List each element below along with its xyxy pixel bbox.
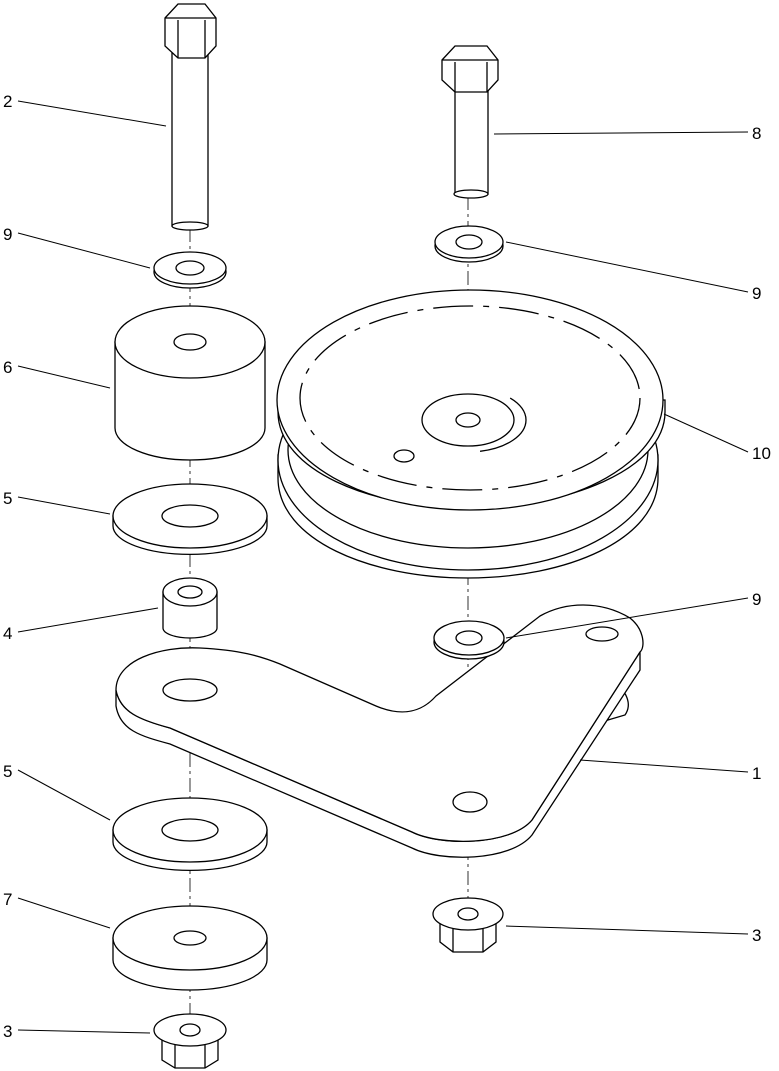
leader-2 <box>17 100 167 127</box>
callout-9-left: 9 <box>3 225 12 244</box>
leader-5-lower <box>17 769 111 821</box>
bushing-4 <box>162 577 218 639</box>
callout-5-lower: 5 <box>3 762 12 781</box>
leader-3-left <box>17 1029 151 1034</box>
spacer-6 <box>114 305 266 461</box>
leader-1 <box>579 759 749 773</box>
callout-6: 6 <box>3 358 12 377</box>
washer-right-upper <box>434 225 504 263</box>
nut-left <box>153 1013 227 1069</box>
callout-9-right-lower: 9 <box>752 590 761 609</box>
callout-2: 2 <box>3 92 12 111</box>
mounting-plate-1 <box>115 604 644 858</box>
callout-8: 8 <box>752 124 761 143</box>
leader-7 <box>17 897 111 929</box>
leader-9-right-upper <box>505 241 749 293</box>
leader-6 <box>17 365 111 389</box>
callout-3-right: 3 <box>752 926 761 945</box>
leader-9-right-lower <box>505 597 749 639</box>
callout-4: 4 <box>3 624 12 643</box>
callout-3-left: 3 <box>3 1022 12 1041</box>
leader-9-left <box>17 232 151 269</box>
leader-10 <box>663 413 749 453</box>
leader-8 <box>493 131 749 135</box>
callout-9-right-upper: 9 <box>752 284 761 303</box>
callout-10: 10 <box>752 444 771 463</box>
leader-5-upper <box>17 496 111 515</box>
washer-5-lower <box>112 797 268 872</box>
washer-right-lower <box>433 620 505 660</box>
leader-3-right <box>505 925 749 935</box>
callout-1: 1 <box>752 764 761 783</box>
washer-7 <box>112 905 268 991</box>
nut-right <box>432 897 504 953</box>
washer-left-upper <box>153 251 227 289</box>
pulley-10 <box>276 289 666 579</box>
callout-7: 7 <box>3 890 12 909</box>
bolt-left <box>164 3 217 231</box>
leader-4 <box>17 607 159 633</box>
callout-5-upper: 5 <box>3 489 12 508</box>
bolt-right <box>441 45 499 199</box>
washer-5-upper <box>112 483 268 556</box>
